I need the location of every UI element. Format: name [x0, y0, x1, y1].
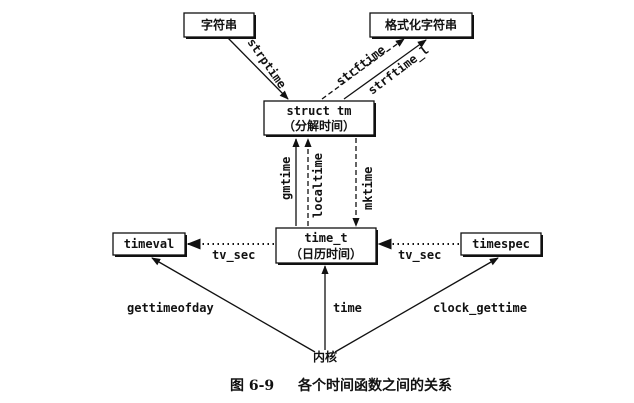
- strftime-l-arrow: [343, 39, 427, 100]
- time-t-desc: （日历时间）: [290, 246, 362, 261]
- time-t-node: time_t （日历时间）: [275, 227, 378, 265]
- gettimeofday-arrow: [151, 257, 316, 353]
- kernel-label: 内核: [313, 349, 337, 364]
- string-label: 字符串: [201, 17, 237, 32]
- struct-tm-label: struct tm: [286, 104, 351, 118]
- struct-tm-node: struct tm （分解时间）: [263, 100, 376, 137]
- string-node: 字符串: [183, 12, 256, 39]
- timeval-node: timeval: [112, 232, 187, 257]
- timespec-node: timespec: [460, 232, 543, 257]
- struct-tm-desc: （分解时间）: [283, 118, 355, 133]
- strptime-arrow: [227, 37, 289, 100]
- localtime-label: localtime: [311, 153, 325, 218]
- timeval-label: timeval: [124, 237, 175, 251]
- gmtime-label: gmtime: [279, 157, 293, 200]
- strptime-label: strptime: [245, 36, 290, 91]
- timespec-label: timespec: [472, 237, 530, 251]
- time-t-label: time_t: [304, 231, 347, 246]
- figure-caption: 图 6-9 各个时间函数之间的关系: [230, 377, 452, 394]
- tv-sec-right-label: tv_sec: [398, 248, 441, 263]
- figure-number: 图 6-9: [230, 378, 274, 394]
- formatted-string-label: 格式化字符串: [385, 17, 457, 32]
- formatted-string-node: 格式化字符串: [369, 12, 474, 39]
- clock-gettime-arrow: [334, 257, 499, 353]
- mktime-label: mktime: [361, 167, 375, 210]
- gettimeofday-label: gettimeofday: [127, 301, 214, 315]
- tv-sec-left-label: tv_sec: [212, 248, 255, 263]
- strftime-arrow: [321, 38, 405, 100]
- time-label: time: [333, 301, 362, 315]
- clock-gettime-label: clock_gettime: [433, 301, 527, 316]
- figure-title: 各个时间函数之间的关系: [297, 377, 452, 394]
